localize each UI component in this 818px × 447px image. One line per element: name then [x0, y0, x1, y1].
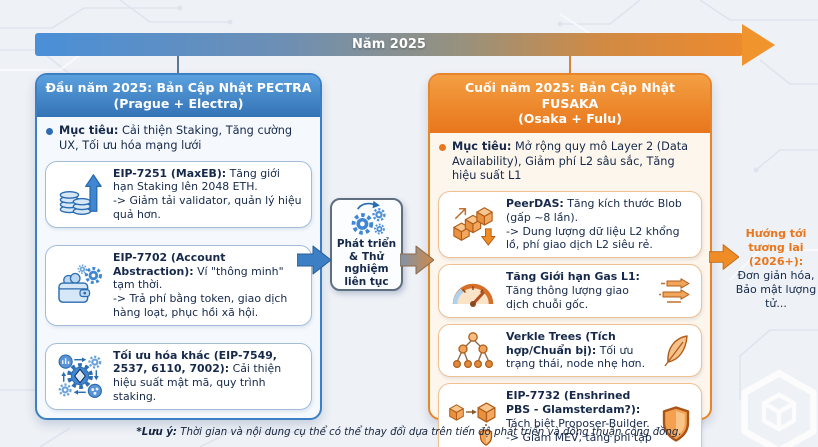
right-panel-connector-line	[569, 56, 571, 73]
card-eip-7732: EIP-7732 (Enshrined PBS - Glamsterdam?):…	[438, 383, 702, 447]
verkle-tree-icon	[447, 331, 499, 371]
card-text: EIP-7732 (Enshrined PBS - Glamsterdam?):…	[506, 389, 652, 447]
fusaka-title-line1: Cuối năm 2025: Bản Cập Nhật FUSAKA	[464, 80, 676, 111]
pectra-panel: Đầu năm 2025: Bản Cập Nhật PECTRA (Pragu…	[35, 73, 322, 420]
future-title: Hướng tới tương lai (2026+):	[745, 227, 807, 269]
flow-arrow-left-icon	[296, 245, 332, 275]
future-outlook: Hướng tới tương lai (2026+): Đơn giản hó…	[735, 227, 817, 311]
pectra-cards: EIP-7251 (MaxEB): Tăng giới hạn Staking …	[37, 158, 320, 418]
continuous-development-label: Phát triển & Thử nghiệm liên tục	[336, 237, 397, 289]
timeline-arrowhead	[742, 24, 775, 66]
pectra-goal-text: Mục tiêu: Cải thiện Staking, Tăng cường …	[59, 124, 293, 152]
fusaka-panel-header: Cuối năm 2025: Bản Cập Nhật FUSAKA (Osak…	[430, 75, 710, 133]
speed-arrows-icon	[659, 278, 693, 304]
card-eip-7251: EIP-7251 (MaxEB): Tăng giới hạn Staking …	[45, 160, 312, 228]
fusaka-panel: Cuối năm 2025: Bản Cập Nhật FUSAKA (Osak…	[428, 73, 712, 447]
card-peerdas: PeerDAS: Tăng kích thước Blob (gấp ~8 lầ…	[438, 190, 702, 259]
card-text: EIP-7251 (MaxEB): Tăng giới hạn Staking …	[113, 166, 302, 222]
card-text: PeerDAS: Tăng kích thước Blob (gấp ~8 lầ…	[506, 196, 682, 252]
fusaka-goal-text: Mục tiêu: Mở rộng quy mô Layer 2 (Data A…	[452, 139, 689, 183]
left-panel-connector-line	[177, 56, 179, 73]
smart-wallet-gears-icon	[54, 264, 106, 306]
timeline-banner: Năm 2025	[35, 33, 743, 56]
card-gas-limit: Tăng Giới hạn Gas L1: Tăng thông lượng g…	[438, 264, 702, 318]
flow-arrow-right-icon	[399, 245, 435, 275]
card-text: Tối ưu hóa khác (EIP-7549, 2537, 6110, 7…	[113, 348, 282, 404]
bullet-dot-icon	[46, 128, 53, 136]
gas-gauge-icon	[447, 273, 499, 309]
fusaka-goal: Mục tiêu: Mở rộng quy mô Layer 2 (Data A…	[430, 133, 710, 188]
card-eip-7702: EIP-7702 (Account Abstraction): Ví "thôn…	[45, 244, 312, 326]
hexagon-cube-watermark-icon	[741, 370, 817, 447]
feather-icon	[659, 334, 693, 368]
card-text: Tăng Giới hạn Gas L1: Tăng thông lượng g…	[506, 270, 640, 311]
card-text: Verkle Trees (Tích hợp/Chuẩn bị): Tối ưu…	[506, 329, 646, 371]
fusaka-cards: PeerDAS: Tăng kích thước Blob (gấp ~8 lầ…	[430, 188, 710, 447]
flow-arrow-future-icon	[709, 242, 739, 272]
footnote: *Lưu ý: Thời gian và nội dung cụ thể có …	[136, 427, 682, 438]
coin-stack-up-arrow-icon	[54, 171, 106, 217]
card-text: EIP-7702 (Account Abstraction): Ví "thôn…	[113, 250, 288, 320]
pectra-title-line2: (Prague + Electra)	[113, 95, 244, 111]
proposer-builder-cubes-shield-icon	[447, 402, 499, 446]
blob-cubes-icon	[447, 203, 499, 247]
pectra-title-line1: Đầu năm 2025: Bản Cập Nhật PECTRA	[45, 80, 312, 95]
gears-ethereum-cycle-icon	[54, 353, 106, 399]
timeline-year-label: Năm 2025	[352, 37, 426, 52]
bullet-dot-icon	[439, 143, 446, 151]
pectra-goal: Mục tiêu: Cải thiện Staking, Tăng cường …	[37, 117, 320, 157]
card-verkle-trees: Verkle Trees (Tích hợp/Chuẩn bị): Tối ưu…	[438, 323, 702, 378]
fusaka-title-line2: (Osaka + Fulu)	[518, 111, 622, 127]
future-body: Đơn giản hóa, Bảo mật lượng tử...	[735, 269, 817, 311]
continuous-development-box: Phát triển & Thử nghiệm liên tục	[330, 198, 403, 291]
dev-gears-icon	[351, 200, 386, 235]
card-other-optimizations: Tối ưu hóa khác (EIP-7549, 2537, 6110, 7…	[45, 342, 312, 410]
pectra-panel-header: Đầu năm 2025: Bản Cập Nhật PECTRA (Pragu…	[37, 75, 320, 118]
